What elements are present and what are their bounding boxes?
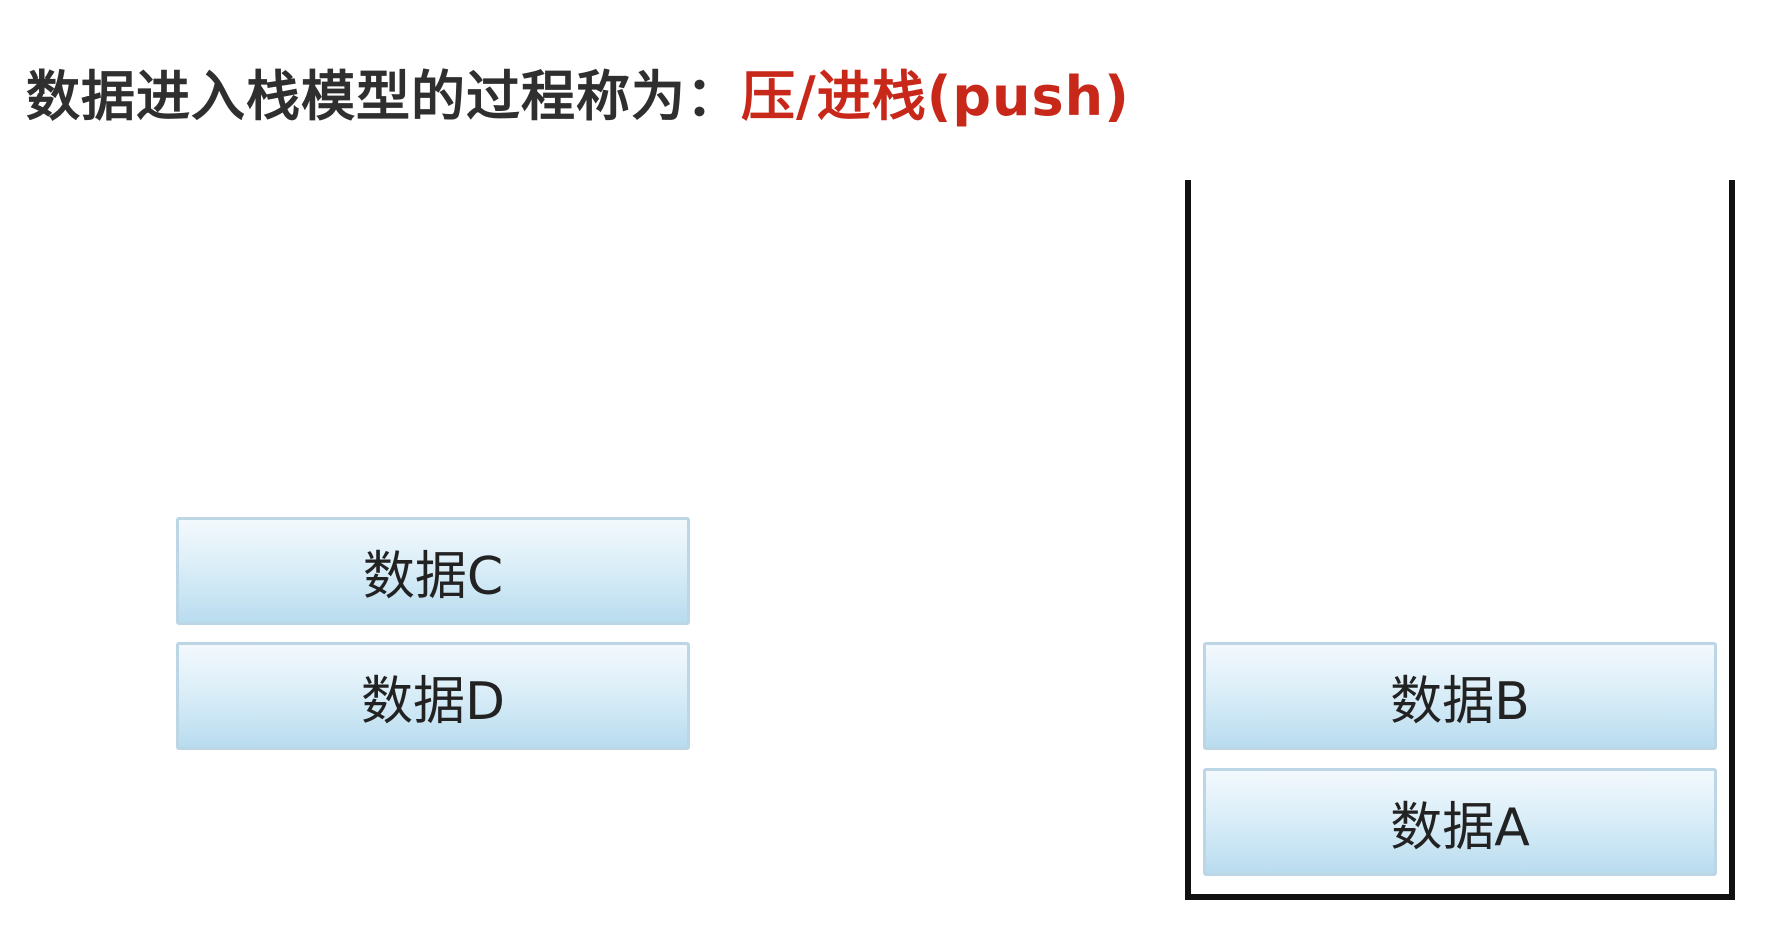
data-block-c[interactable]: 数据C <box>176 517 690 625</box>
data-block-label: 数据B <box>1390 671 1530 732</box>
stack-container <box>1185 180 1735 900</box>
title-prefix: 数据进入栈模型的过程称为： <box>26 65 741 128</box>
data-block-label: 数据A <box>1390 797 1530 858</box>
title-highlight: 压/进栈(push) <box>741 65 1130 128</box>
data-block-d[interactable]: 数据D <box>176 642 690 750</box>
data-block-label: 数据C <box>362 546 504 607</box>
data-block-label: 数据D <box>360 671 506 732</box>
page-title: 数据进入栈模型的过程称为：压/进栈(push) <box>26 52 1130 131</box>
stack-block-a[interactable]: 数据A <box>1203 768 1717 876</box>
stack-block-b[interactable]: 数据B <box>1203 642 1717 750</box>
